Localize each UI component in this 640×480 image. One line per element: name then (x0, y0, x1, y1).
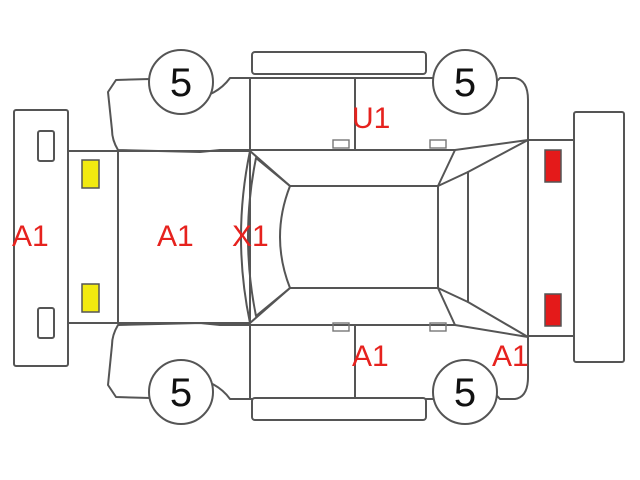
rear-bumper (573, 111, 625, 363)
headlight-lower (81, 283, 100, 313)
left-side-profile (107, 322, 529, 425)
tailgate (467, 139, 529, 338)
windshield-outer (240, 150, 251, 324)
left-side-step (251, 397, 427, 421)
tire-right-rear-label: 5 (454, 61, 476, 105)
rear-lamp-panel (527, 139, 575, 337)
tire-right-front (148, 49, 214, 115)
code-hood: A1 (157, 220, 194, 253)
right-side-profile (107, 49, 529, 153)
code-right-front-door: U1 (352, 102, 390, 135)
code-windshield: X1 (232, 220, 269, 253)
taillight-upper (544, 149, 562, 183)
front-lamp-panel (67, 150, 119, 324)
tire-right-rear (432, 49, 498, 115)
right-side-step (251, 51, 427, 75)
tire-left-front-label: 5 (170, 371, 192, 415)
roof (289, 185, 439, 289)
tire-left-front (148, 359, 214, 425)
headlight-upper (81, 159, 100, 189)
tire-left-rear (432, 359, 498, 425)
tire-right-front-label: 5 (170, 61, 192, 105)
code-left-rear-door: A1 (352, 340, 389, 373)
windshield (247, 157, 291, 317)
code-front-bumper: A1 (12, 220, 49, 253)
front-bumper-sensor-lower (37, 307, 55, 339)
code-left-rear-quarter: A1 (492, 340, 529, 373)
front-bumper-sensor-upper (37, 130, 55, 162)
top-view (117, 139, 529, 338)
taillight-lower (544, 293, 562, 327)
tire-left-rear-label: 5 (454, 371, 476, 415)
rear-window (437, 171, 469, 303)
